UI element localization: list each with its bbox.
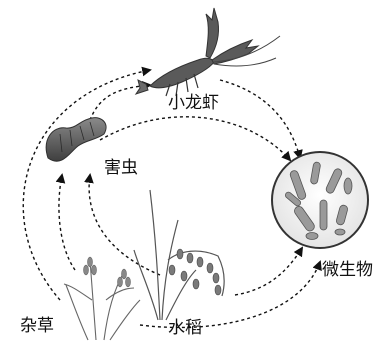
arrow-rice-to-microbes [235, 248, 302, 295]
weeds-label: 杂草 [20, 318, 54, 335]
caterpillar-icon [46, 118, 106, 162]
arrow-weeds-to-pest [59, 175, 75, 270]
microorganism-icon [272, 152, 368, 248]
crayfish-icon [136, 8, 280, 96]
arrow-pest-to-microbes [100, 117, 290, 160]
arrow-rice-to-pest [89, 175, 160, 275]
arrow-crayfish-to-microbes [220, 80, 300, 158]
rice-label: 水稻 [168, 320, 202, 337]
rice-plant-icon [134, 190, 224, 320]
microbes-label: 微生物 [322, 262, 373, 279]
crayfish-label: 小龙虾 [168, 95, 219, 112]
pest-label: 害虫 [104, 160, 138, 177]
